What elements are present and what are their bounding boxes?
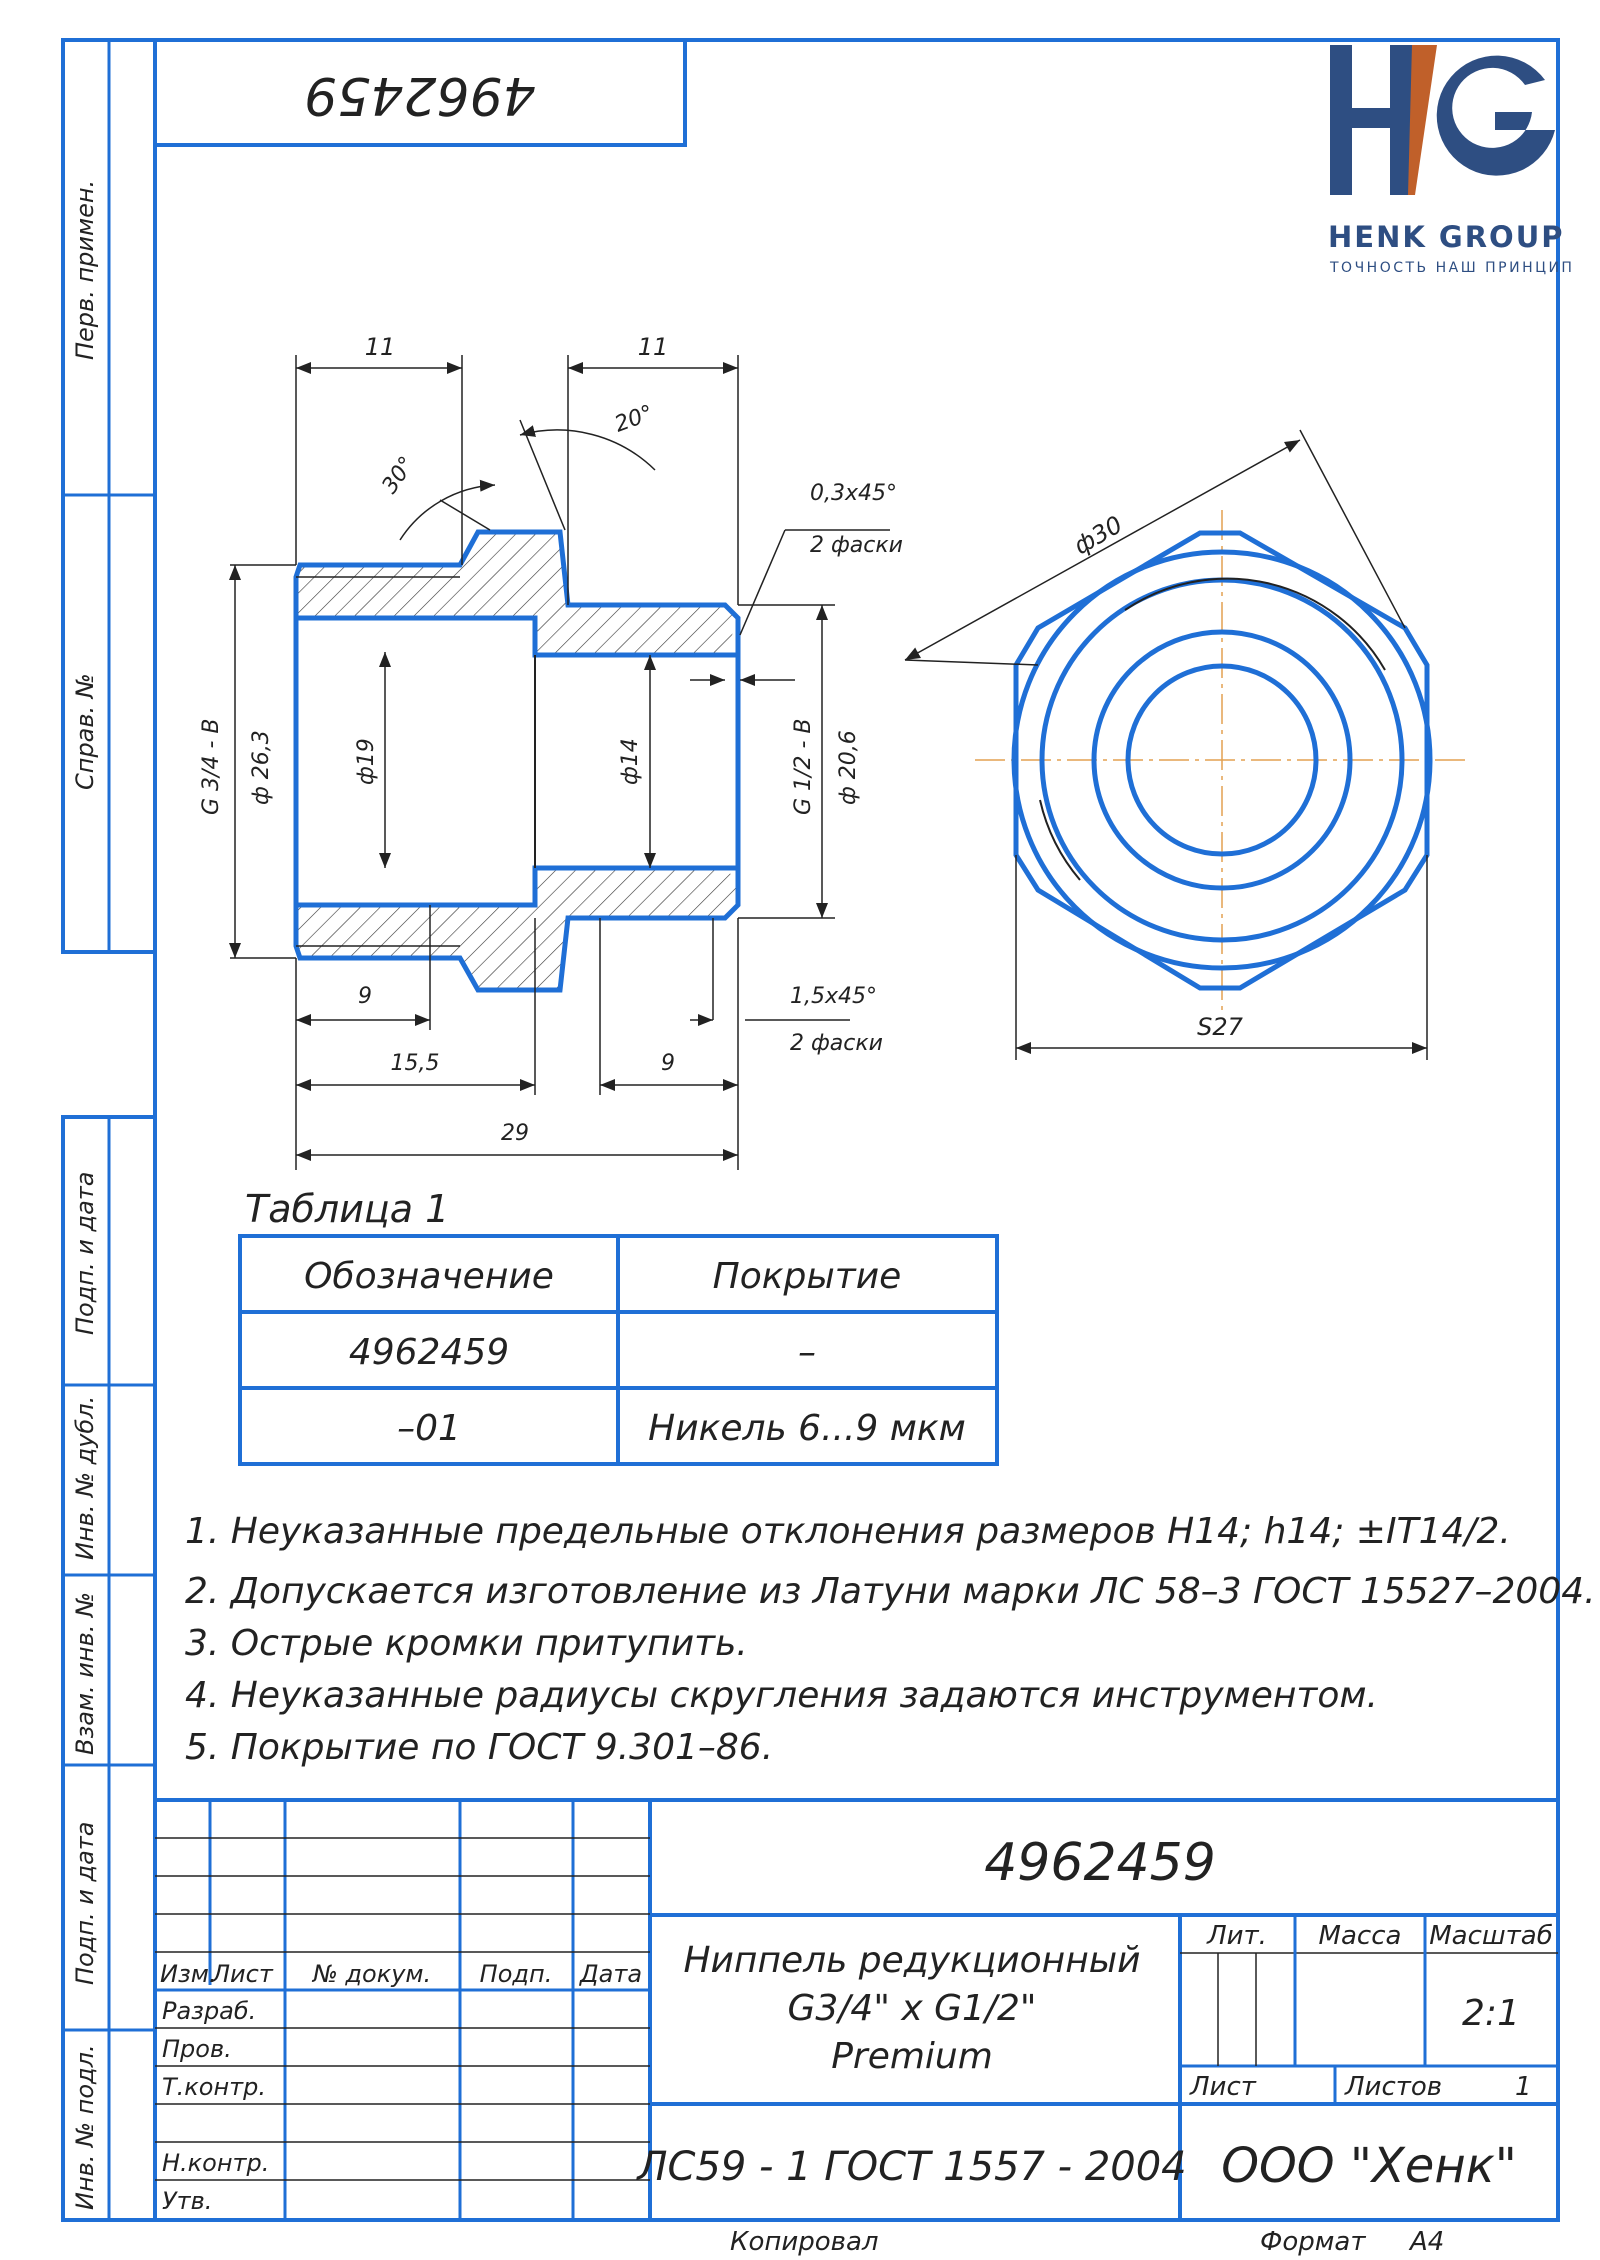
dim-hex: S27 <box>1197 1013 1244 1041</box>
stamp-list-label: Лист <box>1189 2072 1257 2102</box>
table-caption: Таблица 1 <box>245 1187 449 1231</box>
logo-brand: HENK GROUP <box>1328 220 1565 254</box>
dim-bottom-9-left: 9 <box>358 984 372 1009</box>
technical-notes: 1. Неуказанные предельные отклонения раз… <box>185 1511 1596 1768</box>
title-block: 4962459 Ниппель редукционный G3/4" x G1/… <box>153 1798 1560 2222</box>
note-5: 5. Покрытие по ГОСТ 9.301–86. <box>185 1727 773 1768</box>
note-1: 1. Неуказанные предельные отклонения раз… <box>185 1511 1511 1552</box>
stamp-company: ООО "Хенк" <box>1221 2138 1517 2194</box>
stamp-col-podp: Подп. <box>480 1960 553 1988</box>
dim-dia-20: ф 20,6 <box>836 730 861 805</box>
stamp-tkontr: Т.контр. <box>162 2073 266 2101</box>
dim-thread-right: G 1/2 - B <box>791 719 816 815</box>
dim-chamfer-bottom: 1,5x45° <box>790 984 877 1009</box>
dim-chamfer-top-note: 2 фаски <box>810 533 903 558</box>
dim-top-11-left: 11 <box>365 333 396 361</box>
end-view-dimensions <box>904 429 1428 1060</box>
stamp-massa: Масса <box>1319 1921 1402 1951</box>
side-label-inv-dubl: Инв. № дубл. <box>71 1396 99 1560</box>
dim-bottom-9-right: 9 <box>661 1051 675 1076</box>
stamp-col-list: Лист <box>211 1960 274 1988</box>
note-2: 2. Допускается изготовление из Латуни ма… <box>185 1571 1596 1612</box>
note-4: 4. Неуказанные радиусы скругления задают… <box>185 1675 1378 1716</box>
stamp-format: A4 <box>1408 2227 1444 2257</box>
stamp-lit: Лит. <box>1206 1921 1267 1951</box>
side-label-vzam: Взам. инв. № <box>71 1592 99 1755</box>
dim-angle-30: 30° <box>377 452 420 498</box>
dim-dia-19: ф19 <box>354 738 379 785</box>
dim-top-11-right: 11 <box>638 333 669 361</box>
side-label-podp-1: Подп. и дата <box>71 1172 99 1336</box>
stamp-listov: 1 <box>1515 2072 1532 2102</box>
dim-dia-26: ф 26,3 <box>249 730 274 805</box>
stamp-utv: Утв. <box>162 2187 212 2215</box>
henk-group-logo: HENK GROUP ТОЧНОСТЬ НАШ ПРИНЦИП <box>1328 45 1574 276</box>
section-dimensions <box>229 355 890 1170</box>
stamp-scale: 2:1 <box>1462 1993 1520 2034</box>
table-header-coating: Покрытие <box>713 1256 902 1297</box>
dim-dia-14: ф14 <box>618 738 643 785</box>
stamp-nkontr: Н.контр. <box>162 2149 269 2177</box>
side-label-sprav: Справ. № <box>71 673 99 790</box>
dim-bottom-15: 15,5 <box>391 1051 440 1076</box>
stamp-title-line1: Ниппель редукционный <box>683 1940 1140 1981</box>
stamp-title-line3: Premium <box>831 2036 993 2077</box>
side-label-inv-podl: Инв. № подл. <box>71 2044 99 2210</box>
dim-chamfer-bottom-note: 2 фаски <box>790 1031 883 1056</box>
stamp-col-izm: Изм. <box>160 1960 216 1988</box>
stamp-col-doc: № докум. <box>311 1960 431 1988</box>
table-cell-r2c1: –01 <box>397 1408 461 1449</box>
stamp-format-label: Формат <box>1260 2227 1366 2257</box>
rotated-number: 4962459 <box>304 65 536 125</box>
side-label-podp-2: Подп. и дата <box>71 1822 99 1986</box>
dim-bottom-29: 29 <box>501 1121 529 1146</box>
table-cell-r1c1: 4962459 <box>349 1332 509 1373</box>
stamp-razrab: Разраб. <box>162 1997 256 2025</box>
dim-chamfer-top: 0,3x45° <box>810 481 897 506</box>
stamp-col-date: Дата <box>579 1960 642 1988</box>
section-dimension-labels: 11 11 30° 20° 0,3x45° 2 фаски G 3/4 - B … <box>199 333 903 1146</box>
section-view <box>293 529 741 993</box>
stamp-title-line2: G3/4" x G1/2" <box>788 1988 1037 2029</box>
sheet-frame <box>61 38 1560 2222</box>
stamp-material: ЛС59 - 1 ГОСТ 1557 - 2004 <box>635 2144 1186 2190</box>
stamp-prov: Пров. <box>162 2035 232 2063</box>
dim-angle-20: 20° <box>612 401 657 438</box>
table-cell-r2c2: Никель 6...9 мкм <box>648 1408 966 1449</box>
coating-table: Таблица 1 Обозначение Покрытие 4962459 –… <box>238 1187 999 1466</box>
stamp-designation: 4962459 <box>984 1833 1216 1893</box>
note-3: 3. Острые кромки притупить. <box>185 1623 748 1664</box>
end-view <box>975 510 1470 1010</box>
dim-thread-left: G 3/4 - B <box>199 719 224 815</box>
logo-tagline: ТОЧНОСТЬ НАШ ПРИНЦИП <box>1329 260 1574 276</box>
stamp-copied: Копировал <box>730 2227 879 2257</box>
stamp-listov-label: Листов <box>1344 2072 1442 2102</box>
table-header-designation: Обозначение <box>304 1256 554 1297</box>
side-label-perv: Перв. примен. <box>71 180 99 360</box>
stamp-masshtab: Масштаб <box>1429 1921 1553 1951</box>
side-labels: Перв. примен. Справ. № Подп. и дата Инв.… <box>71 180 99 2210</box>
table-cell-r1c2: – <box>798 1332 816 1373</box>
